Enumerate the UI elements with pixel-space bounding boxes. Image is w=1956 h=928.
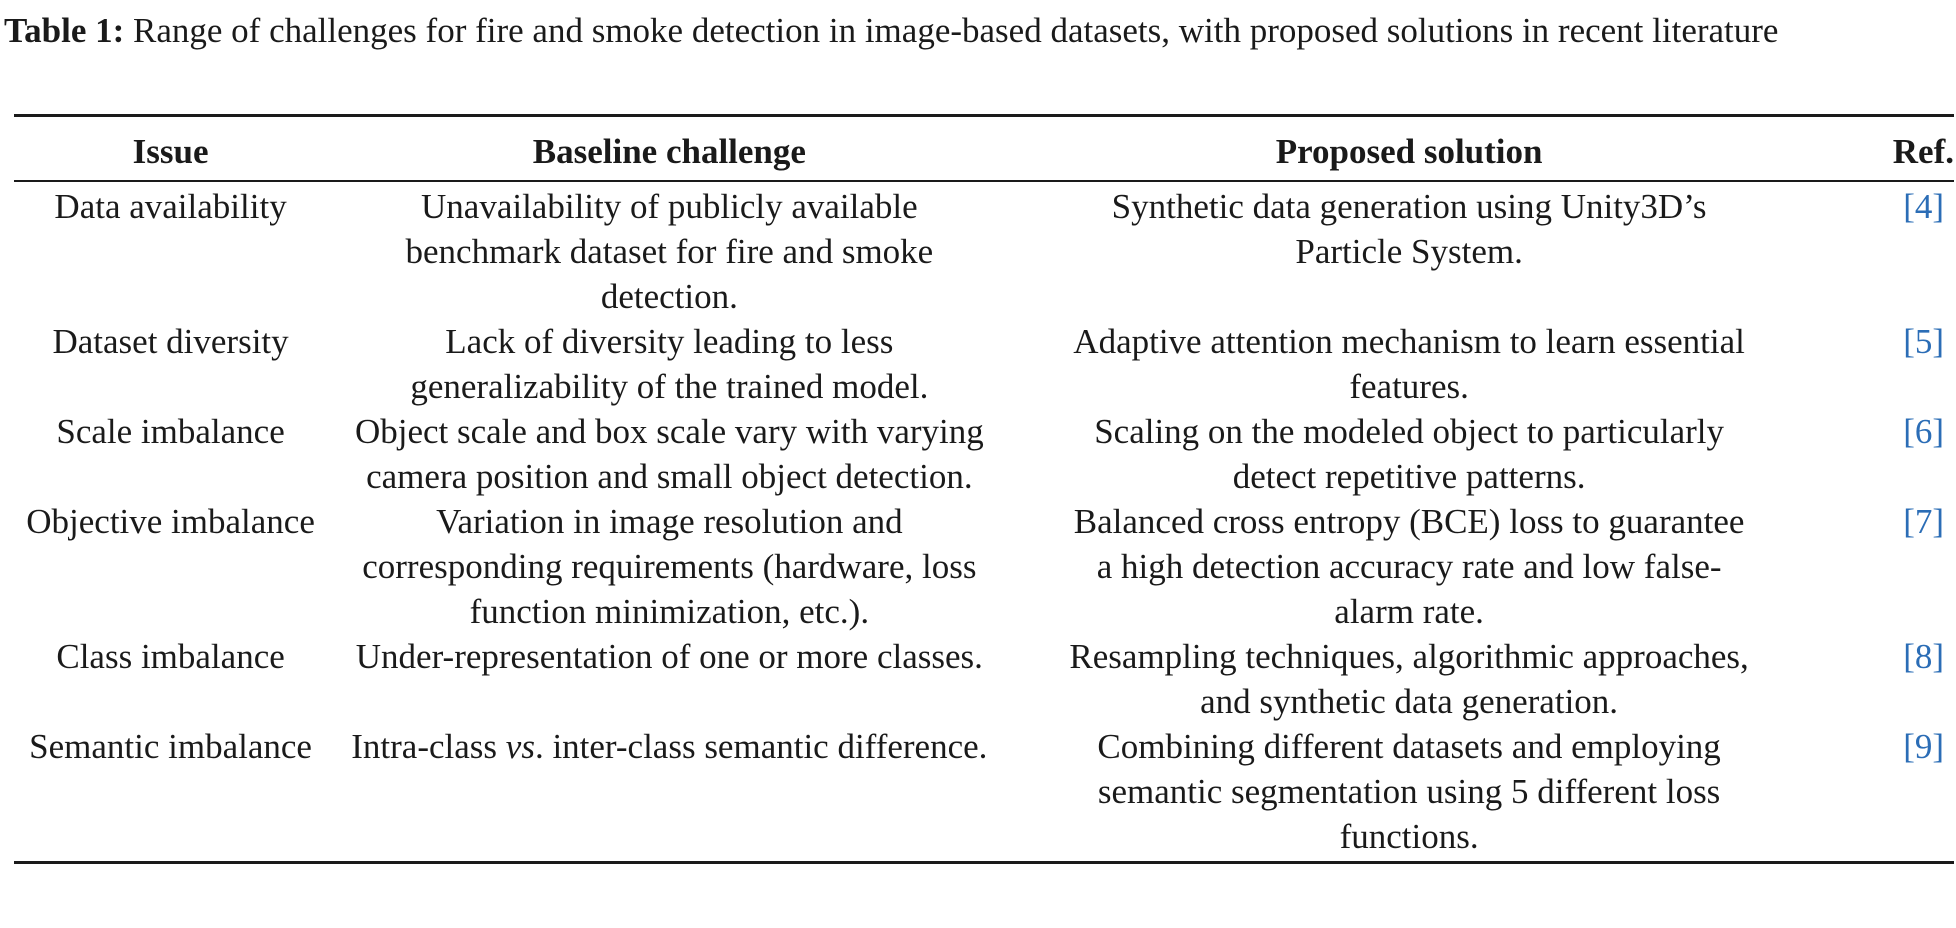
issue-cell: Semantic imbalance [14, 724, 328, 864]
header-proposed-solution: Proposed solution [1011, 114, 1807, 182]
challenge-cell: Object scale and box scale vary with var… [354, 412, 984, 496]
challenge-cell: Variation in image resolution and corres… [362, 502, 977, 631]
ref-cell: [8] [1807, 634, 1954, 724]
challenge-cell: Unavailability of publicly available ben… [405, 187, 934, 316]
ref-link[interactable]: [4] [1903, 187, 1944, 226]
ref-link[interactable]: [5] [1903, 322, 1944, 361]
issue-cell: Data availability [54, 187, 287, 226]
issue-cell: Objective imbalance [26, 502, 315, 541]
issue-cell: Dataset diversity [52, 322, 289, 361]
ref-cell: [4] [1807, 181, 1954, 319]
table-row: Dataset diversity Lack of diversity lead… [14, 319, 1954, 409]
ref-cell: [6] [1807, 409, 1954, 499]
solution-cell: Balanced cross entropy (BCE) loss to gua… [1073, 502, 1745, 631]
solution-cell: Resampling techniques, algorithmic appro… [1069, 637, 1749, 721]
ref-cell: [5] [1807, 319, 1954, 409]
challenge-cell: Under-representation of one or more clas… [355, 637, 983, 676]
challenge-cell: Intra-class vs. inter-class semantic dif… [327, 724, 1012, 864]
challenge-text-italic: vs [505, 727, 535, 766]
solution-cell: Scaling on the modeled object to particu… [1094, 412, 1724, 496]
header-issue: Issue [14, 114, 328, 182]
ref-link[interactable]: [7] [1903, 502, 1944, 541]
header-ref: Ref. [1806, 114, 1954, 182]
solution-cell: Adaptive attention mechanism to learn es… [1073, 322, 1745, 406]
challenge-text-pre: Intra-class [351, 727, 506, 766]
table-row: Class imbalance Under-representation of … [14, 634, 1954, 724]
table-row: Data availability Unavailability of publ… [14, 181, 1954, 319]
solution-cell: Synthetic data generation using Unity3D’… [1111, 187, 1707, 271]
challenge-cell: Lack of diversity leading to less genera… [410, 322, 929, 406]
challenges-table: Issue Baseline challenge Proposed soluti… [14, 114, 1954, 864]
table-row: Scale imbalance Object scale and box sca… [14, 409, 1954, 499]
caption-label: Table 1: [4, 11, 125, 50]
issue-cell: Scale imbalance [56, 412, 285, 451]
ref-cell: [9] [1806, 724, 1954, 864]
challenge-text-post: . inter-class semantic difference. [534, 727, 988, 766]
header-baseline-challenge: Baseline challenge [327, 114, 1012, 182]
ref-link[interactable]: [8] [1903, 637, 1944, 676]
solution-cell: Combining different datasets and employi… [1011, 724, 1807, 864]
issue-cell: Class imbalance [56, 637, 285, 676]
ref-link[interactable]: [6] [1903, 412, 1944, 451]
ref-cell: [7] [1807, 499, 1954, 634]
table-row: Semantic imbalance Intra-class vs. inter… [14, 724, 1954, 864]
table-row: Objective imbalance Variation in image r… [14, 499, 1954, 634]
table-header-row: Issue Baseline challenge Proposed soluti… [14, 114, 1954, 182]
table-caption: Table 1: Range of challenges for fire an… [4, 8, 1952, 53]
ref-link[interactable]: [9] [1903, 727, 1944, 766]
caption-text: Range of challenges for fire and smoke d… [124, 11, 1779, 50]
